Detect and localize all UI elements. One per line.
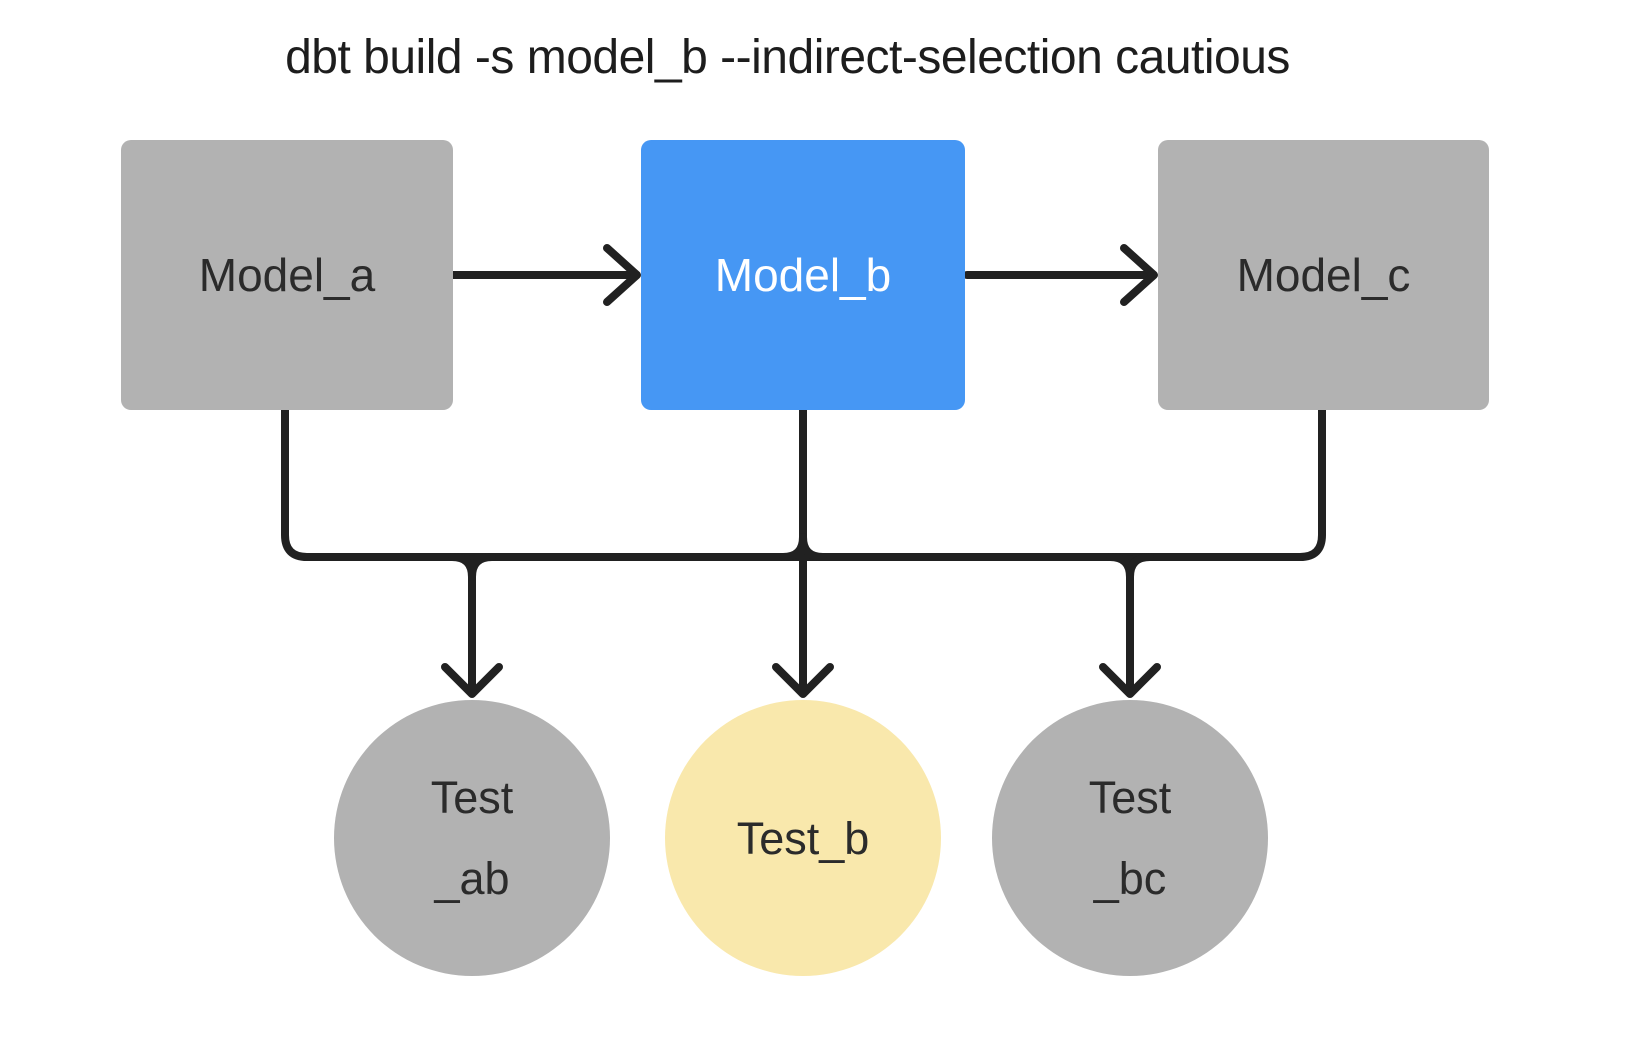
node-label-line: Test: [1088, 772, 1172, 823]
node-test-bc: Test _bc: [992, 700, 1268, 976]
node-model-a: Model_a: [121, 140, 453, 410]
junction-fillet: [468, 553, 496, 581]
node-model-c: Model_c: [1158, 140, 1489, 410]
node-label: Model_c: [1236, 249, 1411, 301]
arrowhead-test-bc-icon: [1099, 663, 1161, 698]
node-label: Model_b: [714, 249, 892, 301]
junction-fillet: [799, 533, 827, 561]
junction-fillet: [1126, 553, 1154, 581]
node-test-ab: Test _ab: [334, 700, 610, 976]
node-label-line: Test: [430, 772, 514, 823]
command-title: dbt build -s model_b --indirect-selectio…: [285, 31, 1290, 84]
node-label-line: _bc: [1093, 853, 1167, 904]
node-label-line: _ab: [434, 853, 510, 904]
node-label: Model_a: [198, 249, 376, 301]
node-model-b: Model_b: [641, 140, 965, 410]
arrowhead-model-b-icon: [603, 244, 641, 306]
node-test-b: Test_b: [665, 700, 941, 976]
arrowhead-test-b-icon: [772, 663, 834, 698]
node-label-line: Test_b: [736, 812, 870, 864]
arrowhead-model-c-icon: [1120, 244, 1158, 306]
arrowhead-test-ab-icon: [441, 663, 503, 698]
